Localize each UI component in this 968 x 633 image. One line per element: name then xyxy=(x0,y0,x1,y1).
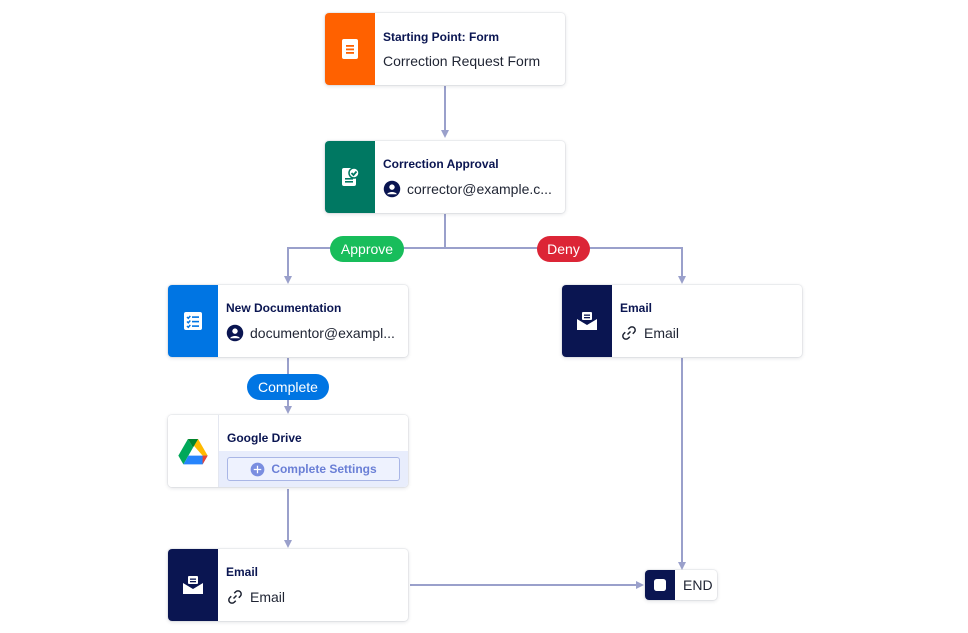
plus-icon xyxy=(250,462,265,476)
node-body: Starting Point: Form Correction Request … xyxy=(375,13,565,85)
user-icon xyxy=(383,180,401,197)
google-drive-icon xyxy=(178,439,208,465)
complete-settings-button[interactable]: Complete Settings xyxy=(227,457,400,481)
node-body: Google Drive Complete Settings xyxy=(219,415,408,487)
end-label: END xyxy=(683,577,713,593)
complete-settings-label: Complete Settings xyxy=(271,462,377,476)
node-end[interactable]: END xyxy=(645,570,717,600)
node-subtitle: Email xyxy=(620,324,794,342)
node-title: Starting Point: Form xyxy=(383,29,499,44)
deny-label: Deny xyxy=(537,236,590,262)
node-google-drive[interactable]: Google Drive Complete Settings xyxy=(168,415,408,487)
node-body: Correction Approval corrector@example.c.… xyxy=(375,141,565,213)
node-title: Email xyxy=(226,564,259,579)
approval-icon-box xyxy=(325,141,375,213)
stop-icon xyxy=(654,579,666,591)
email-icon-box xyxy=(168,549,218,621)
node-email-right[interactable]: Email Email xyxy=(562,285,802,357)
node-body: Email Email xyxy=(612,285,802,357)
node-new-documentation[interactable]: New Documentation documentor@exampl... xyxy=(168,285,408,357)
stop-icon-box xyxy=(645,570,675,600)
checklist-icon xyxy=(184,312,202,330)
approve-label: Approve xyxy=(330,236,404,262)
node-title: Email xyxy=(620,300,653,315)
node-title: New Documentation xyxy=(226,300,342,315)
node-assignee: corrector@example.c... xyxy=(383,180,557,198)
checklist-icon-box xyxy=(168,285,218,357)
node-correction-approval[interactable]: Correction Approval corrector@example.c.… xyxy=(325,141,565,213)
user-icon xyxy=(226,324,244,341)
node-email-left[interactable]: Email Email xyxy=(168,549,408,621)
email-icon-box xyxy=(562,285,612,357)
node-body: New Documentation documentor@exampl... xyxy=(218,285,408,357)
node-body: Email Email xyxy=(218,549,408,621)
email-icon xyxy=(577,312,597,330)
complete-label: Complete xyxy=(247,374,329,400)
node-title: Correction Approval xyxy=(383,156,499,171)
google-drive-icon-box xyxy=(168,415,219,487)
link-icon xyxy=(622,325,636,340)
email-icon xyxy=(183,576,203,594)
link-icon xyxy=(228,589,242,604)
approval-icon xyxy=(342,167,360,186)
node-assignee: documentor@exampl... xyxy=(226,324,400,342)
form-icon-box xyxy=(325,13,375,85)
node-starting-point[interactable]: Starting Point: Form Correction Request … xyxy=(325,13,565,85)
form-icon xyxy=(342,39,358,59)
node-subtitle: Correction Request Form xyxy=(383,52,541,69)
node-subtitle: Email xyxy=(226,588,400,606)
node-title: Google Drive xyxy=(227,431,302,445)
